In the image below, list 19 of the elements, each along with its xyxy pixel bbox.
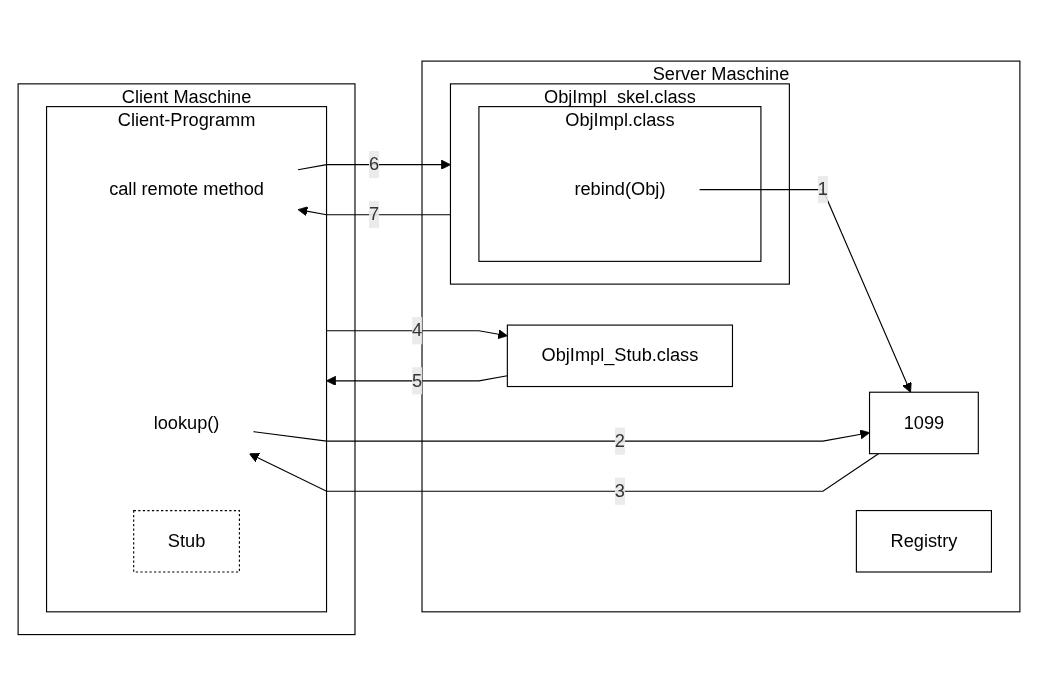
edge-label: 5 [411, 370, 422, 390]
node-text: call remote method [108, 179, 264, 199]
arrow [297, 159, 451, 170]
edge-label: 2 [614, 430, 625, 450]
arrow [297, 205, 451, 216]
arrow [698, 188, 912, 393]
node-box: Stub [132, 509, 240, 573]
node-box: 1099 [868, 391, 979, 454]
edge-label: 6 [368, 154, 379, 174]
edge-label: 1 [817, 179, 828, 199]
arrow [248, 452, 879, 492]
node-box: Registry [855, 509, 992, 573]
node-text: rebind(Obj) [573, 179, 665, 199]
edge-label: 3 [614, 480, 625, 500]
arrow [252, 429, 870, 442]
edge-label: 4 [411, 320, 422, 340]
node-text: lookup() [153, 412, 219, 432]
node-box: ObjImpl_Stub.class [506, 324, 733, 387]
edge-label: 7 [368, 204, 379, 224]
